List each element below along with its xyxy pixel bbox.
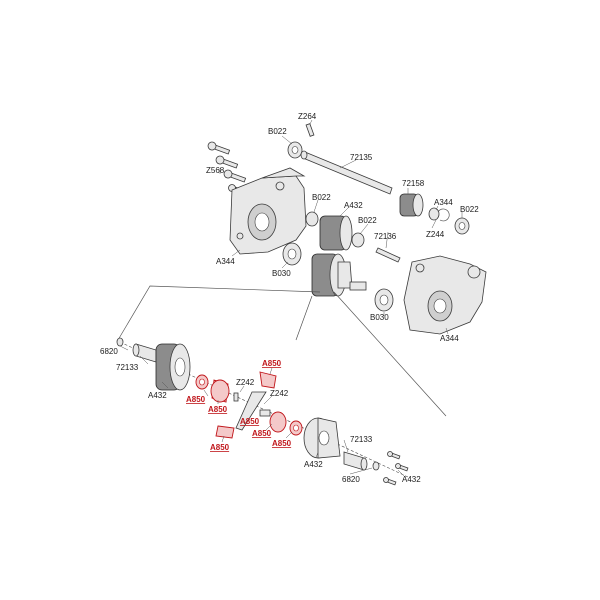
outdrive-72133-left <box>132 343 157 363</box>
label-a344-left: A344 <box>216 257 235 266</box>
label-b022-right: B022 <box>460 205 479 214</box>
leader-lines <box>119 119 463 477</box>
a850-washer-2 <box>289 420 303 436</box>
label-a432-right: A432 <box>402 475 421 484</box>
label-a850-7: A850 <box>272 439 292 448</box>
label-b022-top: B022 <box>268 127 287 136</box>
washer-6820-right <box>372 461 380 471</box>
label-a850-6: A850 <box>252 429 272 438</box>
label-a850-1: A850 <box>186 395 206 404</box>
label-72135: 72135 <box>350 153 373 162</box>
label-a432-bottom: A432 <box>304 460 323 469</box>
label-6820-left: 6820 <box>100 347 118 356</box>
housing-a344-left <box>229 167 307 255</box>
label-a432-top: A432 <box>344 201 363 210</box>
label-z264: Z264 <box>298 112 317 121</box>
a850-spider-bottom <box>215 425 235 439</box>
a850-pin-1 <box>233 392 239 402</box>
label-a850-4: A850 <box>240 417 260 426</box>
diff-gear-a432-left <box>155 343 191 391</box>
label-b030-right: B030 <box>370 313 389 322</box>
pin-72136 <box>375 247 401 263</box>
part-labels: Z264 B022 Z568 72135 72158 A344 B022 B02… <box>100 112 479 484</box>
a850-gear-2 <box>269 411 287 433</box>
label-a344-right: A344 <box>440 334 459 343</box>
bearing-b030-right <box>374 288 394 312</box>
label-a344-ring: A344 <box>434 198 453 207</box>
label-b022-left: B022 <box>312 193 331 202</box>
label-72133-right: 72133 <box>350 435 373 444</box>
bearing-b022-right <box>454 217 470 235</box>
bearing-b030-left <box>282 242 302 266</box>
bearing-b022-left <box>305 211 319 227</box>
label-a432-left: A432 <box>148 391 167 400</box>
label-z568: Z568 <box>206 166 225 175</box>
outdrive-72133-right <box>343 451 368 471</box>
label-72133-left: 72133 <box>116 363 139 372</box>
housing-a344-right <box>403 255 487 335</box>
label-72136: 72136 <box>374 232 397 241</box>
a850-gear-1 <box>210 379 230 403</box>
bearing-b022-top <box>287 141 303 159</box>
label-z242-2: Z242 <box>270 389 289 398</box>
pin-z264 <box>305 123 315 137</box>
differential-upper <box>311 253 367 297</box>
clip-z244 <box>437 208 450 222</box>
a850-washer-1 <box>195 374 209 390</box>
shaft-72135 <box>300 150 393 195</box>
screws-a432 <box>383 451 409 486</box>
gear-a432-top <box>319 215 353 251</box>
label-a850-3: A850 <box>262 359 282 368</box>
detail-frame <box>117 285 447 417</box>
a850-small-right <box>259 409 271 417</box>
bearing-b022-mid <box>351 232 365 248</box>
gear-72158 <box>399 193 424 217</box>
label-6820-right: 6820 <box>342 475 360 484</box>
a850-spider-top <box>259 371 277 389</box>
ring-a344-small <box>428 207 440 221</box>
washer-6820-left <box>116 337 124 347</box>
label-a850-5: A850 <box>210 443 230 452</box>
label-z242-1: Z242 <box>236 378 255 387</box>
label-z244: Z244 <box>426 230 445 239</box>
label-72158: 72158 <box>402 179 425 188</box>
label-a850-2: A850 <box>208 405 228 414</box>
label-b022-mid: B022 <box>358 216 377 225</box>
diff-housing-a432-right <box>303 417 341 459</box>
label-b030-left: B030 <box>272 269 291 278</box>
a850-shaft <box>235 391 267 431</box>
